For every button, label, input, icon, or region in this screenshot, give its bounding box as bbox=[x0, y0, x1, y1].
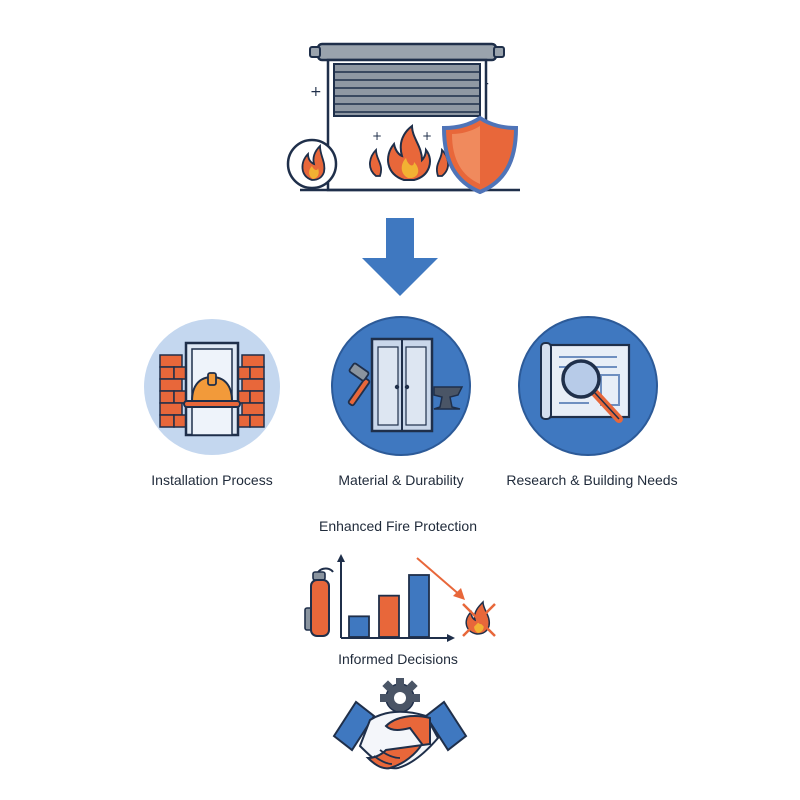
informed-decisions-label: Informed Decisions bbox=[338, 651, 458, 667]
no-fire-icon bbox=[462, 600, 496, 637]
handshake-gear-icon bbox=[330, 676, 470, 776]
material-durability-label: Material & Durability bbox=[338, 472, 464, 488]
installation-process-icon bbox=[142, 317, 282, 457]
svg-text:+: + bbox=[310, 84, 322, 100]
fire-rated-rolling-shutter-icon: + + + + bbox=[280, 38, 540, 198]
chart-bar-3 bbox=[408, 574, 430, 638]
fire-extinguisher-icon bbox=[304, 567, 334, 637]
research-building-needs-icon bbox=[517, 315, 659, 457]
svg-text:+: + bbox=[422, 129, 432, 143]
research-building-needs-label: Research & Building Needs bbox=[506, 472, 678, 488]
fire-protection-chart bbox=[304, 554, 496, 642]
decline-arrow bbox=[416, 557, 462, 597]
enhanced-fire-protection-label: Enhanced Fire Protection bbox=[319, 518, 477, 534]
chart-bar-2 bbox=[378, 594, 400, 638]
material-durability-icon bbox=[330, 315, 472, 457]
svg-text:+: + bbox=[372, 129, 382, 143]
chart-bar-1 bbox=[348, 615, 370, 638]
down-arrow-icon bbox=[362, 218, 438, 298]
bar-chart-extinguisher-icon bbox=[295, 548, 505, 648]
installation-process-label: Installation Process bbox=[151, 472, 273, 488]
